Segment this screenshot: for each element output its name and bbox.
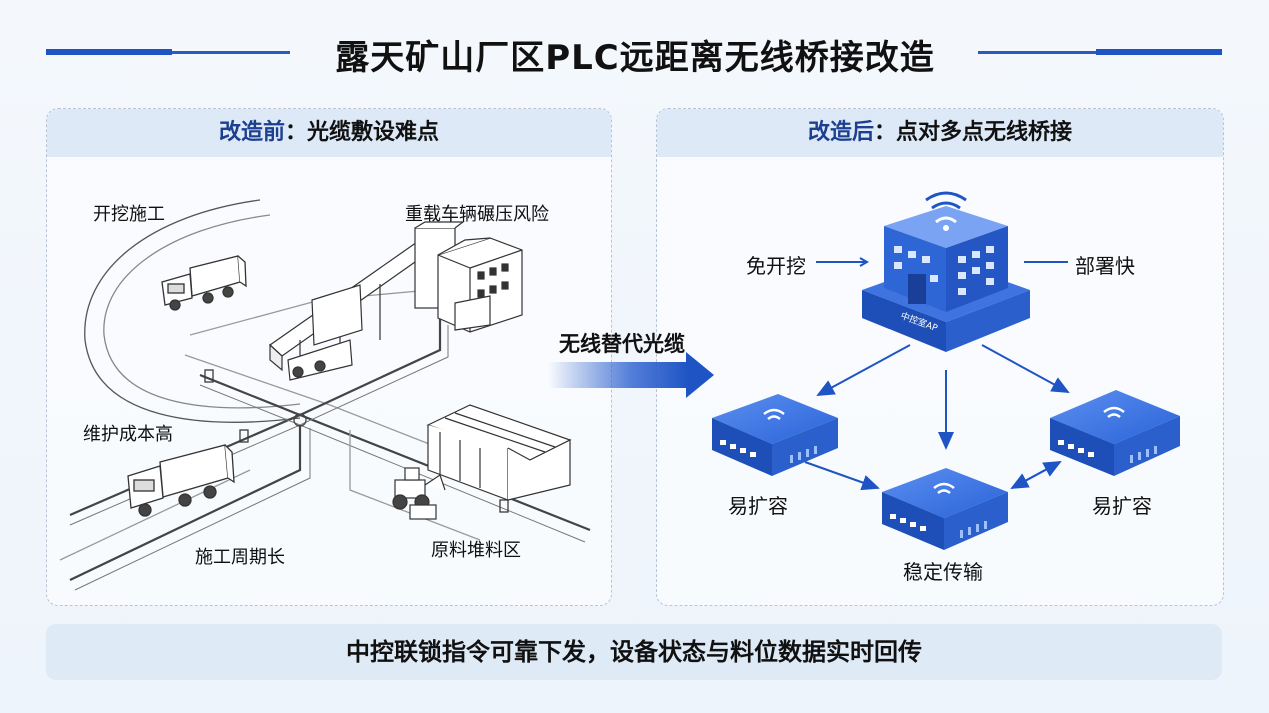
wireless-device-right — [1050, 390, 1180, 476]
after-header-suffix: ：点对多点无线桥接 — [874, 120, 1073, 145]
central-hub-building: 中控室AP — [862, 191, 1030, 352]
before-panel-header: 改造前：光缆敷设难点 — [47, 109, 611, 157]
wireless-device-center — [882, 468, 1008, 550]
label-construction-period: 施工周期长 — [195, 547, 285, 568]
title-line-right — [978, 51, 1096, 54]
wireless-device-left — [712, 394, 838, 476]
bottom-summary-bar: 中控联锁指令可靠下发，设备状态与料位数据实时回传 — [46, 624, 1222, 680]
label-excavation: 开挖施工 — [93, 204, 165, 225]
processing-building — [437, 237, 523, 333]
arrow-label: 无线替代光缆 — [559, 332, 685, 356]
after-header-prefix: 改造后 — [807, 120, 874, 145]
label-stable-transmission: 稳定传输 — [903, 560, 983, 584]
before-header-prefix: 改造前 — [218, 120, 285, 145]
after-panel-header: 改造后：点对多点无线桥接 — [657, 109, 1223, 157]
label-no-excavation: 免开挖 — [746, 254, 806, 278]
title-line-left-accent — [46, 49, 172, 55]
network-links — [804, 257, 1070, 491]
bottom-summary-text: 中控联锁指令可靠下发，设备状态与料位数据实时回传 — [346, 638, 922, 666]
crusher-conveyor — [269, 221, 465, 381]
label-easy-expand-right: 易扩容 — [1092, 494, 1152, 518]
wheel-loader — [392, 467, 446, 520]
title-line-left — [172, 51, 290, 54]
replace-arrow — [548, 352, 714, 398]
page-title: 露天矿山厂区PLC远距离无线桥接改造 — [335, 38, 935, 78]
dump-truck-top — [161, 255, 247, 311]
label-maintenance-cost: 维护成本高 — [83, 424, 173, 445]
dump-truck-bottom — [127, 444, 235, 517]
before-header-suffix: ：光缆敷设难点 — [285, 120, 440, 145]
material-warehouse — [426, 404, 572, 501]
label-fast-deploy: 部署快 — [1075, 254, 1135, 278]
label-easy-expand-left: 易扩容 — [728, 494, 788, 518]
label-heavy-vehicle: 重载车辆碾压风险 — [405, 204, 549, 225]
label-material-yard: 原料堆料区 — [431, 540, 521, 561]
title-line-right-accent — [1096, 49, 1222, 55]
